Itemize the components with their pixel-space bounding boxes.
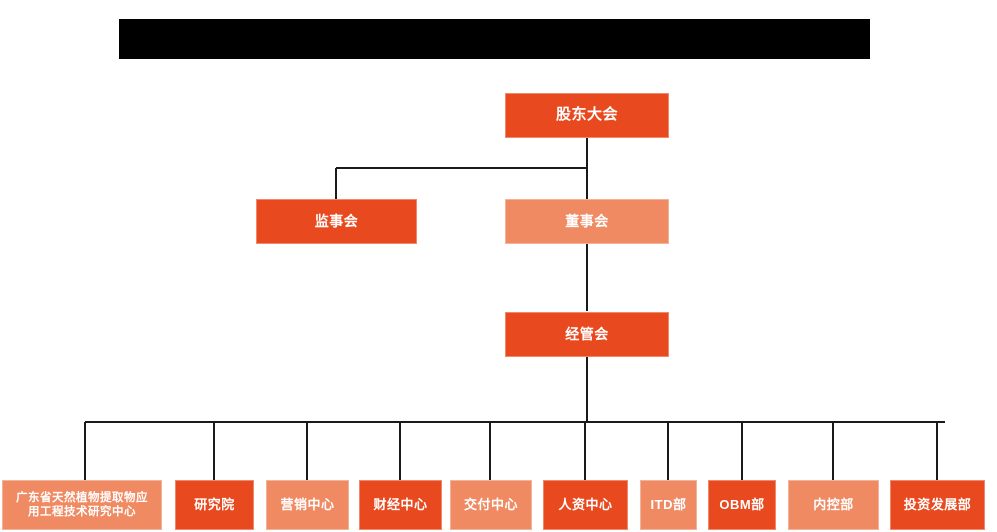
node-obm-dept-label: OBM部 bbox=[719, 496, 765, 512]
node-marketing-center[interactable]: 营销中心 bbox=[266, 480, 349, 530]
node-shareholders-label: 股东大会 bbox=[555, 106, 618, 124]
node-shareholders[interactable]: 股东大会 bbox=[505, 93, 669, 138]
node-management[interactable]: 经管会 bbox=[505, 312, 669, 357]
node-investment-dev-dept-label: 投资发展部 bbox=[903, 496, 972, 512]
node-delivery-center-label: 交付中心 bbox=[463, 496, 518, 512]
node-management-label: 经管会 bbox=[565, 325, 609, 342]
node-research-institute-label: 研究院 bbox=[194, 496, 235, 512]
node-hr-center-label: 人资中心 bbox=[558, 496, 613, 512]
node-internal-control-dept-label: 内控部 bbox=[813, 496, 854, 512]
node-itd-dept[interactable]: ITD部 bbox=[640, 480, 697, 530]
node-supervisors-label: 监事会 bbox=[314, 212, 359, 229]
node-delivery-center[interactable]: 交付中心 bbox=[450, 480, 532, 530]
node-rnd-center[interactable]: 广东省天然植物提取物应 用工程技术研究中心 bbox=[2, 480, 162, 530]
node-directors[interactable]: 董事会 bbox=[505, 199, 669, 244]
redacted-title-bar bbox=[119, 19, 870, 59]
node-rnd-center-label-line2: 用工程技术研究中心 bbox=[28, 506, 136, 518]
node-marketing-center-label: 营销中心 bbox=[280, 496, 335, 512]
node-research-institute[interactable]: 研究院 bbox=[175, 480, 254, 530]
node-hr-center[interactable]: 人资中心 bbox=[543, 480, 628, 530]
node-rnd-center-label-line1: 广东省天然植物提取物应 bbox=[16, 491, 148, 504]
node-supervisors[interactable]: 监事会 bbox=[256, 199, 417, 244]
node-finance-center[interactable]: 财经中心 bbox=[359, 480, 442, 530]
node-itd-dept-label: ITD部 bbox=[650, 496, 687, 512]
node-finance-center-label: 财经中心 bbox=[373, 496, 428, 512]
node-internal-control-dept[interactable]: 内控部 bbox=[788, 480, 879, 530]
node-directors-label: 董事会 bbox=[565, 212, 609, 229]
node-obm-dept[interactable]: OBM部 bbox=[708, 480, 776, 530]
node-investment-dev-dept[interactable]: 投资发展部 bbox=[890, 480, 985, 530]
